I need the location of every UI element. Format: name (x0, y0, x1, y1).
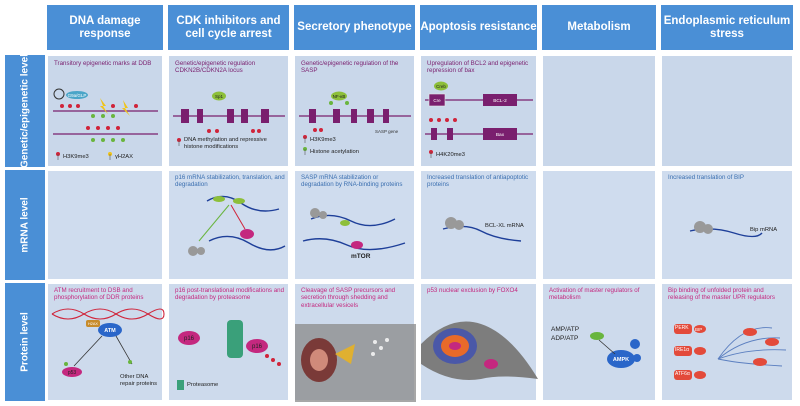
cell-mrna-er: Increased translation of BIP Bip mRNA (661, 170, 793, 280)
amp-atp-label: AMP/ATP (551, 326, 580, 333)
genetic-sasp-title: Genetic/epigenetic regulation of the SAS… (301, 60, 399, 75)
cell-genetic-apoptosis: Upregulation of BCL2 and epigenetic repr… (420, 55, 537, 167)
perk-label: PERK (675, 325, 689, 331)
legend-dna-methylation: DNA methylation and repressive histone m… (184, 137, 267, 150)
cell-protein-sasp: Cleavage of SASP precursors and secretio… (294, 283, 416, 402)
mrna-apoptosis-graphic (442, 217, 522, 242)
header-metabolism: Metabolism (542, 5, 656, 50)
genetic-apoptosis-title: Upregulation of BCL2 and epigenetic repr… (427, 60, 529, 75)
mrna-er-graphic (689, 221, 763, 238)
mrna-mtor-label: mTOR (351, 253, 371, 260)
cell-genetic-sasp: Genetic/epigenetic regulation of the SAS… (294, 55, 415, 167)
genetic-apoptosis-graphic: Creb Cre BCL-2 Bax (425, 81, 533, 158)
cell-protein-metabolism: Activation of master regulators of metab… (542, 283, 656, 401)
protein-sasp-text: Cleavage of SASP precursors and secretio… (301, 287, 396, 309)
legend-sasp-h3k9me3: H3K9me3 (310, 137, 336, 143)
genetic-cdk-title: Genetic/epigenetic regulation CDKN2B/CDK… (175, 60, 256, 75)
cell-genetic-dna: Transitory epigenetic marks at DDB G9a/G… (47, 55, 163, 167)
mrna-sasp-text: SASP mRNA stabilization or degradation b… (301, 174, 403, 189)
protein-metabolism-graphic: AMPK (590, 332, 641, 368)
sp1-label: Sp1 (215, 94, 224, 99)
row-label-genetic-text: Genetic/epigenetic level (19, 54, 31, 168)
sasp-gene-label: SASP gene (375, 129, 399, 134)
mrna-cdk-text: p16 mRNA stabilization, translation, and… (175, 174, 285, 189)
mrna-sasp-graphic (302, 208, 406, 251)
header-dna-damage: DNA damage response (47, 5, 163, 50)
adp-atp-label: ADP/ATP (551, 335, 579, 342)
mrna-bip-label: Bip mRNA (750, 227, 778, 233)
h2ax-label: H2AX (88, 322, 98, 326)
header-cdk: CDK inhibitors and cell cycle arrest (168, 5, 289, 50)
ire1-label: IRE1α (675, 347, 690, 353)
protein-apoptosis-graphic (421, 321, 538, 380)
legend-h4k20me3: H4K20me3 (436, 152, 466, 158)
genetic-dna-title: Transitory epigenetic marks at DDB (54, 60, 152, 67)
cell-mrna-dna (47, 170, 163, 280)
cre-label: Cre (433, 98, 441, 103)
atm-label: ATM (104, 328, 116, 334)
row-label-protein: Protein level (5, 283, 45, 401)
p16-b-label: p16 (252, 344, 263, 350)
protein-cdk-graphic: p16 p16 (177, 320, 281, 390)
cell-mrna-cdk: p16 mRNA stabilization, translation, and… (168, 170, 289, 280)
cell-protein-er: Bip binding of unfolded protein and rele… (661, 283, 793, 401)
enzyme-label: G9a/GLP (68, 93, 87, 98)
cell-mrna-apoptosis: Increased translation of antiapoptotic p… (420, 170, 537, 280)
mrna-cdk-graphic (188, 195, 286, 256)
header-er-stress: Endoplasmic reticulum stress (661, 5, 793, 50)
protein-sasp-graphic (295, 324, 416, 402)
nfkb-label: NF-κB (333, 94, 346, 99)
legend-histone-acetylation: Histone acetylation (310, 149, 359, 155)
genetic-cdk-graphic: Sp1 (173, 91, 285, 146)
bip-label: BIP (695, 327, 703, 332)
protein-dna-text: ATM recruitment to DSB and phosphorylati… (54, 287, 144, 302)
genetic-dna-graphic: G9a/GLP (53, 88, 158, 160)
protein-dna-graphic: H2AX ATM p53 (51, 308, 165, 377)
row-label-genetic: Genetic/epigenetic level (5, 54, 45, 168)
ampk-label: AMPK (613, 357, 629, 363)
protein-metabolism-text: Activation of master regulators of metab… (549, 287, 640, 302)
proteasome-label: Proteasome (187, 382, 219, 388)
p16-a-label: p16 (184, 336, 195, 342)
header-apoptosis: Apoptosis resistance (420, 5, 537, 50)
cell-protein-apoptosis: p53 nuclear exclusion by FOXO4 (420, 283, 538, 401)
row-label-mrna-text: mRNA level (19, 197, 31, 253)
bcl2-label: BCL-2 (493, 98, 507, 104)
atf6-label: ATF6α (675, 371, 690, 377)
creb-label: Creb (436, 84, 446, 89)
header-secretory: Secretory phenotype (294, 5, 415, 50)
legend-gh2ax: γH2AX (115, 154, 134, 160)
bax-label: Bax (496, 132, 505, 138)
row-label-mrna: mRNA level (5, 170, 45, 280)
mrna-bclxl-label: BCL-XL mRNA (485, 223, 524, 229)
cell-mrna-sasp: SASP mRNA stabilization or degradation b… (294, 170, 415, 280)
mrna-er-text: Increased translation of BIP (668, 174, 745, 181)
legend-h3k9me3: H3K9me3 (63, 154, 89, 160)
other-dna-repair-label: Other DNA repair proteins (120, 374, 158, 387)
genetic-sasp-graphic: NF-κB SASP gene (299, 91, 411, 155)
mrna-apoptosis-text: Increased translation of antiapoptotic p… (427, 174, 529, 189)
cell-mrna-metabolism (542, 170, 656, 280)
protein-apoptosis-text: p53 nuclear exclusion by FOXO4 (427, 287, 518, 294)
cell-genetic-metabolism (542, 55, 656, 167)
cell-genetic-er (661, 55, 793, 167)
protein-cdk-text: p16 post-translational modifications and… (175, 287, 285, 302)
protein-er-graphic (674, 324, 787, 380)
cell-protein-dna: ATM recruitment to DSB and phosphorylati… (47, 283, 165, 401)
protein-er-text: Bip binding of unfolded protein and rele… (668, 287, 775, 302)
cell-genetic-cdk: Genetic/epigenetic regulation CDKN2B/CDK… (168, 55, 289, 167)
p53-label: p53 (68, 370, 77, 376)
row-label-protein-text: Protein level (19, 312, 31, 372)
cell-protein-cdk: p16 post-translational modifications and… (168, 283, 289, 401)
